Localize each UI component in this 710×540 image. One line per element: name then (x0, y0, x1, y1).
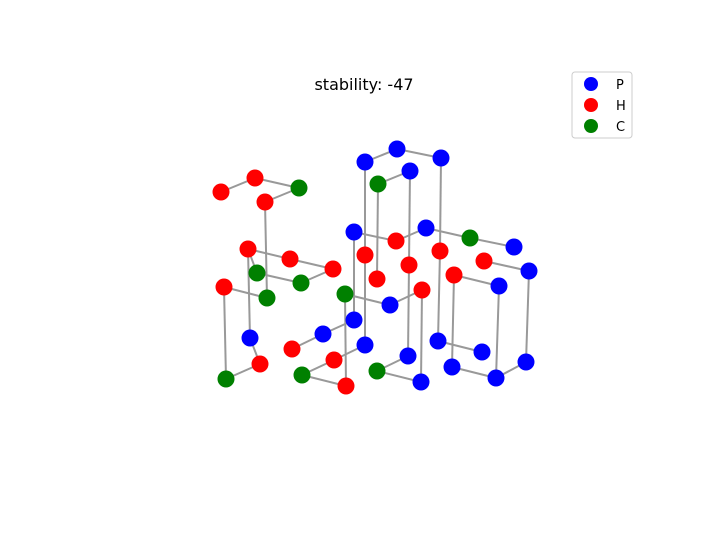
bond-edge (495, 285, 500, 379)
atom-node-P (487, 369, 505, 387)
bond-edge (408, 170, 411, 266)
atom-nodes (212, 140, 538, 395)
atom-node-P (417, 219, 435, 237)
atom-node-H (387, 232, 405, 250)
atom-node-P (490, 277, 508, 295)
atom-node-P (473, 343, 491, 361)
atom-node-C (293, 366, 311, 384)
atom-node-C (292, 274, 310, 292)
atom-node-P (432, 149, 450, 167)
legend-marker (584, 98, 598, 112)
atom-node-C (369, 175, 387, 193)
atom-node-H (324, 260, 342, 278)
atom-node-C (290, 179, 308, 197)
atom-node-P (429, 332, 447, 350)
atom-node-H (475, 252, 493, 270)
bond-edge (264, 201, 268, 299)
legend-label: P (616, 78, 624, 93)
diagram-title: stability: -47 (314, 75, 413, 94)
atom-node-P (412, 373, 430, 391)
atom-node-P (388, 140, 406, 158)
atom-node-H (283, 340, 301, 358)
atom-node-C (248, 264, 266, 282)
atom-node-P (401, 162, 419, 180)
atom-node-H (413, 281, 431, 299)
legend-label: C (616, 120, 625, 135)
atom-node-P (517, 353, 535, 371)
legend-marker (584, 119, 598, 133)
bond-edge (247, 248, 251, 339)
atom-node-P (505, 238, 523, 256)
atom-node-C (461, 229, 479, 247)
atom-node-P (314, 325, 332, 343)
atom-node-H (215, 278, 233, 296)
atom-node-C (258, 289, 276, 307)
atom-node-P (443, 358, 461, 376)
bond-edge (437, 250, 441, 342)
atom-node-H (246, 169, 264, 187)
atom-node-C (368, 362, 386, 380)
legend-label: H (616, 99, 626, 114)
atom-node-H (445, 266, 463, 284)
bond-edge (451, 274, 455, 368)
atom-node-P (241, 329, 259, 347)
bond-edge (376, 183, 379, 280)
atom-node-P (399, 347, 417, 365)
atom-node-H (368, 270, 386, 288)
atom-node-P (345, 311, 363, 329)
legend-marker (584, 77, 598, 91)
bond-edge (439, 157, 442, 252)
atom-node-H (251, 355, 269, 373)
atom-node-H (281, 250, 299, 268)
atom-node-H (337, 377, 355, 395)
atom-node-P (345, 223, 363, 241)
atom-node-P (520, 262, 538, 280)
bond-edge (223, 286, 227, 380)
legend: PHC (571, 71, 633, 139)
atom-node-P (356, 153, 374, 171)
atom-node-H (212, 183, 230, 201)
atom-node-P (356, 336, 374, 354)
atom-node-C (217, 370, 235, 388)
bond-edge (344, 293, 347, 387)
bond-edge (420, 289, 423, 383)
atom-node-H (400, 256, 418, 274)
atom-node-H (239, 240, 257, 258)
atom-node-C (336, 285, 354, 303)
atom-node-P (381, 296, 399, 314)
atom-node-H (325, 351, 343, 369)
atom-node-H (356, 246, 374, 264)
atom-node-H (431, 242, 449, 260)
bond-edge (525, 270, 530, 363)
bond-edge (407, 264, 410, 357)
atom-node-H (256, 193, 274, 211)
